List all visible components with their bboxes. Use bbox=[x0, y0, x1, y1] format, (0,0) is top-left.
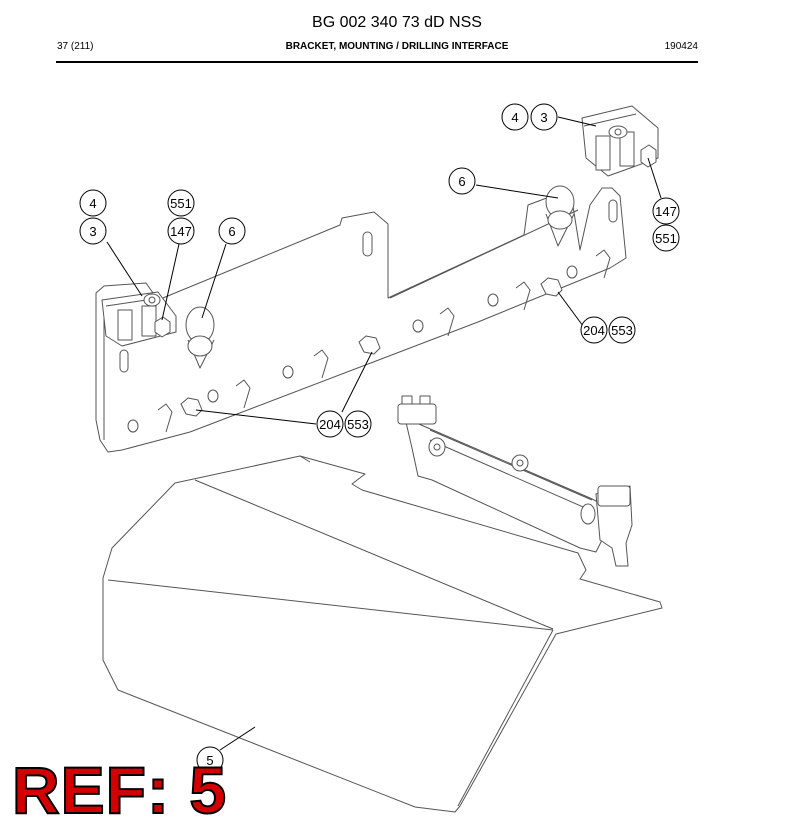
cover-plate bbox=[102, 455, 663, 813]
svg-text:6: 6 bbox=[458, 174, 465, 189]
svg-text:3: 3 bbox=[89, 224, 96, 239]
svg-text:551: 551 bbox=[655, 231, 677, 246]
leader-lines bbox=[106, 116, 662, 751]
document-title: BG 002 340 73 dD NSS bbox=[312, 14, 482, 31]
left-lock-pin bbox=[185, 306, 215, 369]
part-description: BRACKET, MOUNTING / DRILLING INTERFACE bbox=[285, 41, 509, 52]
revision-code: 190424 bbox=[664, 41, 698, 52]
callout-3-left: 3 bbox=[79, 217, 107, 245]
callout-204-right: 204 bbox=[580, 316, 608, 344]
svg-text:204: 204 bbox=[319, 417, 341, 432]
callout-4-top-right: 4 bbox=[501, 103, 529, 131]
svg-text:551: 551 bbox=[170, 196, 192, 211]
svg-text:6: 6 bbox=[228, 224, 235, 239]
svg-text:553: 553 bbox=[347, 417, 369, 432]
callout-3-top-right: 3 bbox=[530, 103, 558, 131]
svg-text:3: 3 bbox=[540, 110, 547, 125]
callout-6-top: 6 bbox=[448, 167, 476, 195]
svg-text:5: 5 bbox=[206, 753, 213, 768]
svg-text:147: 147 bbox=[655, 204, 677, 219]
hex-bolt-right bbox=[540, 277, 563, 297]
callout-553-middle: 553 bbox=[344, 410, 372, 438]
page-number: 37 (211) bbox=[57, 41, 94, 52]
svg-text:4: 4 bbox=[511, 110, 518, 125]
reference-label: REF: 5 bbox=[11, 752, 228, 828]
callout-551-left: 551 bbox=[167, 189, 195, 217]
rear-small-bracket bbox=[397, 395, 633, 567]
callout-551-right: 551 bbox=[652, 224, 680, 252]
callout-147-right: 147 bbox=[652, 197, 680, 225]
svg-text:4: 4 bbox=[89, 196, 96, 211]
svg-text:147: 147 bbox=[170, 224, 192, 239]
right-lock-pin bbox=[545, 185, 575, 247]
callout-147-left: 147 bbox=[167, 217, 195, 245]
right-clamp-block bbox=[581, 105, 659, 177]
callout-204-middle: 204 bbox=[316, 410, 344, 438]
main-bracket bbox=[95, 187, 627, 453]
svg-text:553: 553 bbox=[611, 323, 633, 338]
left-clamp-block bbox=[101, 291, 177, 347]
header-rule bbox=[56, 61, 698, 63]
hex-bolt-middle bbox=[358, 335, 381, 355]
callout-6-left: 6 bbox=[218, 217, 246, 245]
callout-5: 5 bbox=[196, 746, 224, 774]
svg-text:204: 204 bbox=[583, 323, 605, 338]
callout-4-left: 4 bbox=[79, 189, 107, 217]
hex-bolt-left bbox=[180, 397, 203, 417]
callout-553-right: 553 bbox=[608, 316, 636, 344]
